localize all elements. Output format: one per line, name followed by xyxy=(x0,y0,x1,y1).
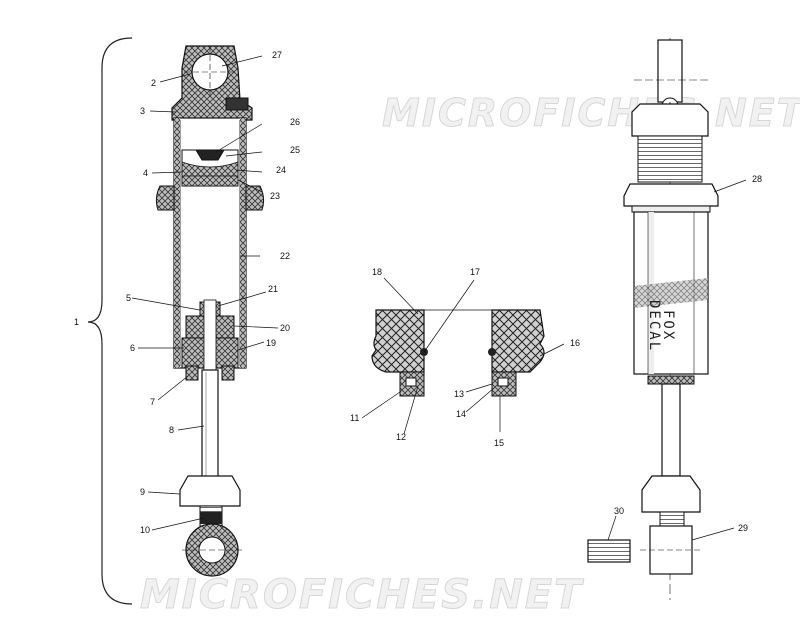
assembly-brace xyxy=(87,37,133,605)
callout-9: 9 xyxy=(140,487,145,497)
top-mount xyxy=(657,39,683,103)
detail-right-block xyxy=(491,309,545,373)
callout-27: 27 xyxy=(272,50,282,60)
svg-text:FOX: FOX xyxy=(660,310,676,341)
callout-3: 3 xyxy=(140,106,145,116)
seal-head-detail xyxy=(371,309,545,397)
callout-28: 28 xyxy=(752,174,762,184)
schrader-valve xyxy=(225,97,249,111)
callout-18: 18 xyxy=(372,267,382,277)
callout-14: 14 xyxy=(456,409,466,419)
callout-4: 4 xyxy=(143,168,148,178)
bottom-out-bumper xyxy=(179,475,241,507)
callout-6: 6 xyxy=(130,343,135,353)
shaft-exterior xyxy=(661,383,681,477)
callout-21: 21 xyxy=(268,284,278,294)
callout-7: 7 xyxy=(150,397,155,407)
callout-labels: 1 2 3 4 5 6 7 8 9 10 11 12 13 14 15 16 1… xyxy=(74,50,762,535)
adjuster-collar xyxy=(155,185,175,211)
callout-8: 8 xyxy=(169,425,174,435)
decal-text: DECAL FOX xyxy=(646,300,676,352)
callout-13: 13 xyxy=(454,389,464,399)
sectioned-shock xyxy=(155,45,265,577)
shaft xyxy=(201,369,219,481)
exterior-shock xyxy=(623,38,719,600)
callout-10: 10 xyxy=(140,525,150,535)
callout-22: 22 xyxy=(280,251,290,261)
callout-1: 1 xyxy=(74,317,79,327)
eyelet-bore xyxy=(191,53,229,91)
spring-collar xyxy=(623,183,719,207)
callout-2: 2 xyxy=(151,78,156,88)
threaded-body xyxy=(637,135,703,183)
svg-text:MICROFICHES.NET: MICROFICHES.NET xyxy=(140,572,584,618)
callout-17: 17 xyxy=(470,267,480,277)
callout-16: 16 xyxy=(570,338,580,348)
detail-left-block xyxy=(371,309,425,373)
callout-25: 25 xyxy=(290,145,300,155)
callout-5: 5 xyxy=(126,293,131,303)
svg-text:DECAL: DECAL xyxy=(646,300,662,352)
svg-text:MICROFICHES.NET: MICROFICHES.NET xyxy=(382,91,800,135)
bumper-exterior xyxy=(641,475,701,513)
callout-29: 29 xyxy=(738,523,748,533)
spacer-part-30 xyxy=(587,539,631,563)
reservoir-cap xyxy=(631,103,709,137)
callout-19: 19 xyxy=(266,338,276,348)
callout-12: 12 xyxy=(396,432,406,442)
callout-11: 11 xyxy=(350,413,359,423)
callout-24: 24 xyxy=(276,165,286,175)
callout-15: 15 xyxy=(494,438,504,448)
watermark-bottom: MICROFICHES.NET xyxy=(140,572,584,619)
callout-20: 20 xyxy=(280,323,290,333)
callout-30: 30 xyxy=(614,506,624,516)
watermark-top: MICROFICHES.NET xyxy=(382,91,800,136)
leader-lines xyxy=(131,55,747,541)
callout-23: 23 xyxy=(270,191,280,201)
callout-26: 26 xyxy=(290,117,300,127)
